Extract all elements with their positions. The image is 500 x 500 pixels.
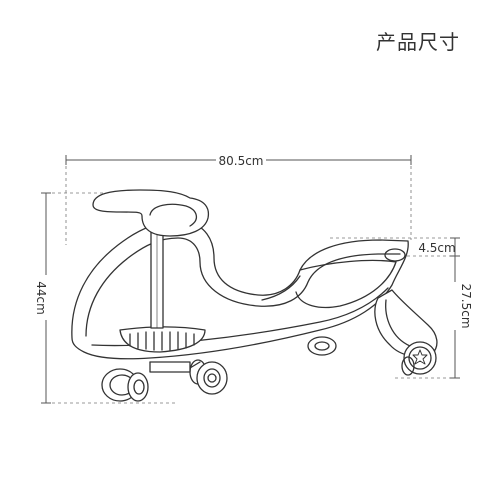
page-title: 产品尺寸 [376,30,460,54]
length-label: 80.5cm [218,154,263,168]
middle-wheel [307,336,337,356]
rear-height-label: 27.5cm [459,283,473,328]
guide-lines [46,160,460,404]
front-wheel-right [189,359,228,395]
vent-grille [119,326,206,353]
dimension-lines [41,155,460,404]
rear-wheel [401,341,437,376]
offset-label: 4.5cm [418,241,455,255]
height-label: 44cm [34,281,48,315]
swing-car [71,189,438,402]
front-wheel-left [101,368,149,402]
